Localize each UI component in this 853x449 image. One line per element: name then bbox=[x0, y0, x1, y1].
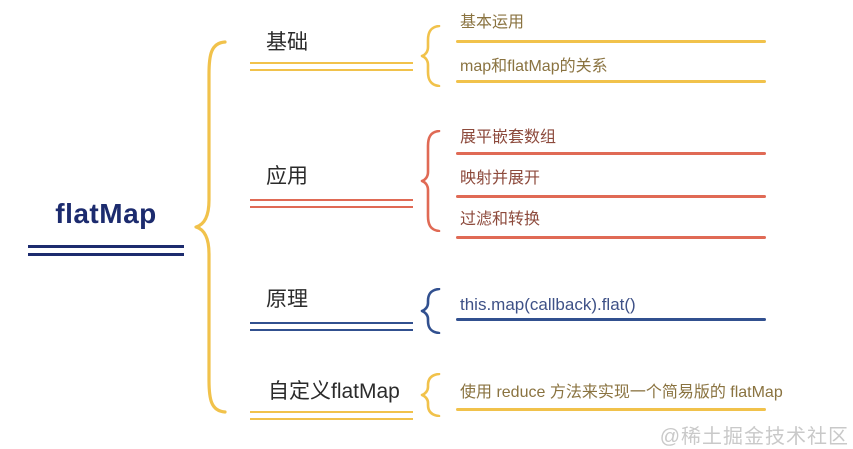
branch-application-underline bbox=[250, 199, 413, 208]
child-node-underline bbox=[456, 80, 766, 83]
root-node-underline bbox=[28, 245, 184, 256]
child-node-label: this.map(callback).flat() bbox=[460, 295, 636, 314]
branch-application-brace-icon bbox=[420, 130, 441, 232]
watermark: @稀土掘金技术社区 bbox=[659, 426, 849, 448]
child-node-label: 展平嵌套数组 bbox=[460, 129, 557, 146]
root-brace-icon bbox=[194, 40, 227, 414]
branch-custom-flatmap-brace-icon bbox=[420, 373, 441, 417]
child-node-underline bbox=[456, 318, 766, 321]
child-node-label: map和flatMap的关系 bbox=[460, 58, 608, 75]
child-node-underline bbox=[456, 408, 766, 411]
branch-basics-label: 基础 bbox=[266, 31, 308, 54]
branch-principle-underline bbox=[250, 322, 413, 331]
child-node-label: 映射并展开 bbox=[460, 170, 541, 187]
branch-basics-brace-icon bbox=[420, 25, 441, 87]
branch-application-label: 应用 bbox=[266, 165, 308, 188]
branch-custom-flatmap-underline bbox=[250, 411, 413, 420]
child-node-underline bbox=[456, 152, 766, 155]
root-node-label: flatMap bbox=[55, 198, 157, 229]
child-node-underline bbox=[456, 195, 766, 198]
child-node-underline bbox=[456, 236, 766, 239]
child-node-label: 基本运用 bbox=[460, 14, 525, 31]
branch-principle-label: 原理 bbox=[266, 288, 308, 311]
branch-custom-flatmap-label: 自定义flatMap bbox=[268, 380, 400, 403]
child-node-underline bbox=[456, 40, 766, 43]
branch-basics-underline bbox=[250, 62, 413, 71]
child-node-label: 过滤和转换 bbox=[460, 211, 541, 228]
child-node-label: 使用 reduce 方法来实现一个简易版的 flatMap bbox=[460, 384, 783, 401]
branch-principle-brace-icon bbox=[420, 288, 441, 334]
